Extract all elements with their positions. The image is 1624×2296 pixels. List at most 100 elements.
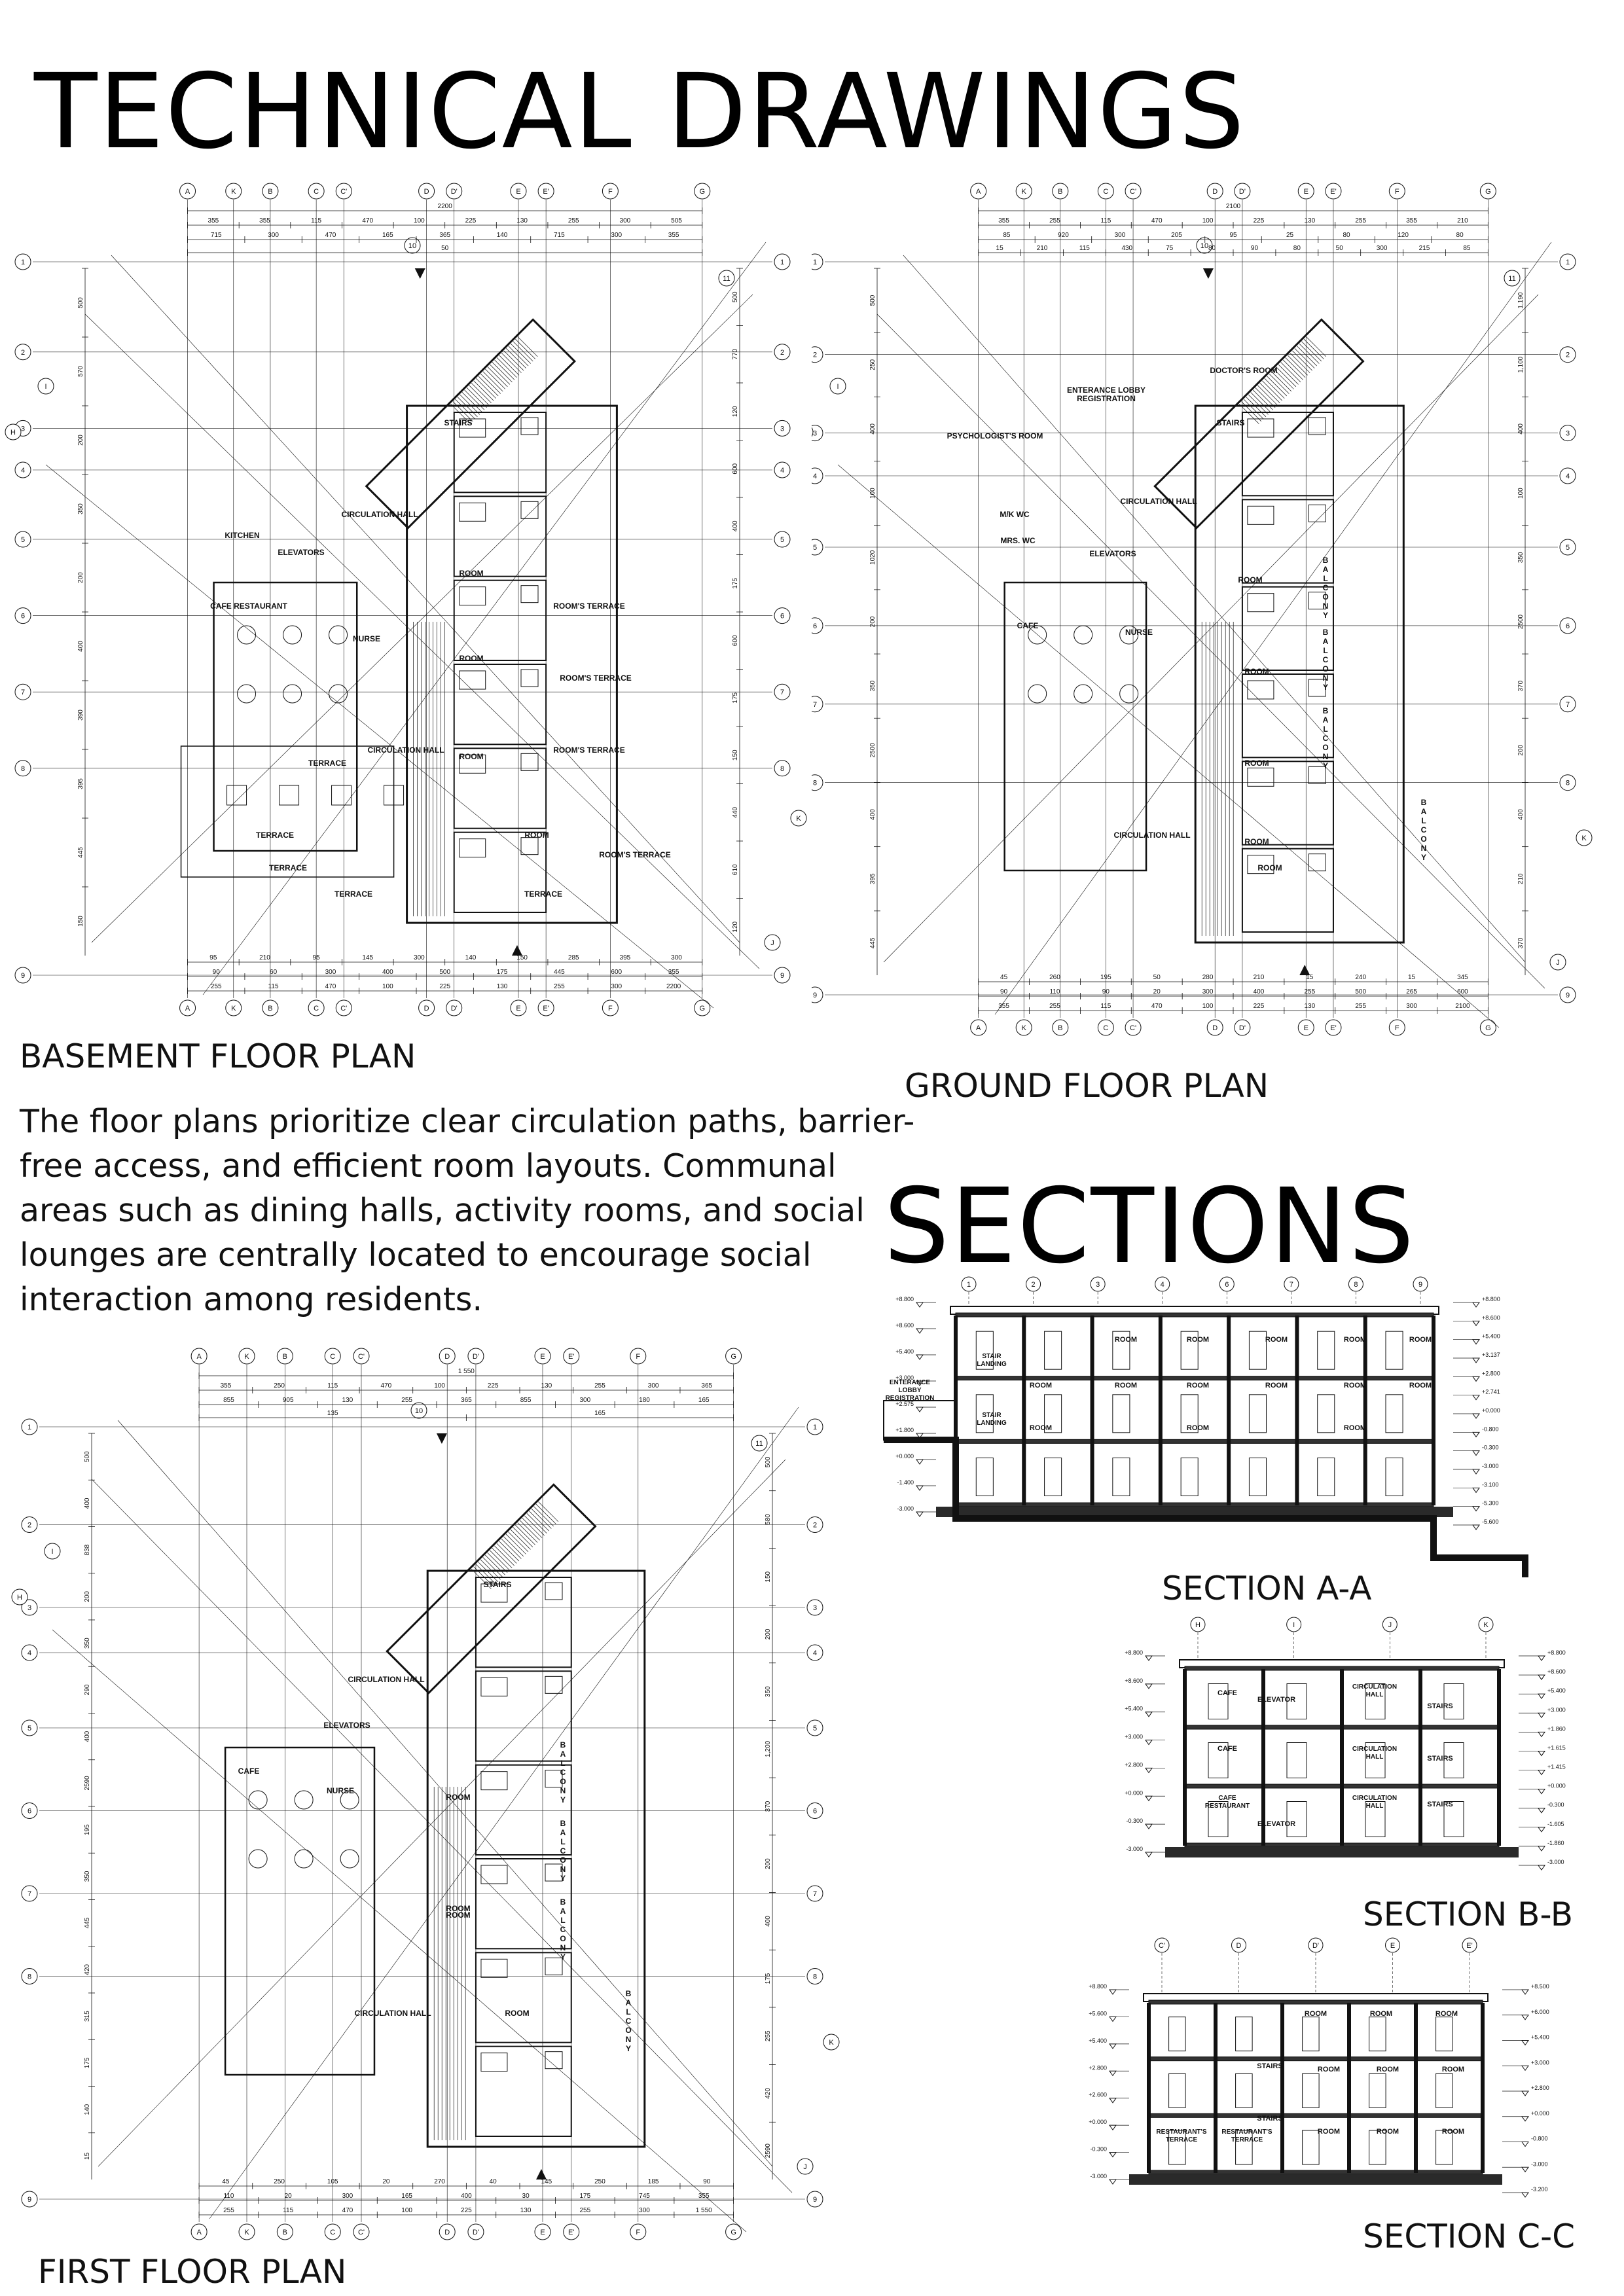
row-bubble-right-7 (1559, 696, 1576, 713)
room-label: L (560, 1916, 565, 1925)
stair-tread (1278, 364, 1299, 385)
grid-bubble-label: A (185, 188, 190, 196)
door-window-opening (1369, 2130, 1386, 2165)
row-bubble-right-6 (1559, 617, 1576, 634)
grid-bubble-label: 5 (813, 1725, 817, 1732)
diagonal-bubble-h (812, 427, 814, 437)
grid-bubble-label: 2 (813, 351, 817, 359)
level-marker (1538, 1750, 1545, 1757)
diagonal-bubble-i (829, 378, 846, 395)
section-room-label: HALL (1366, 1753, 1384, 1761)
section-wall (1090, 1316, 1094, 1505)
grid-bubble-label: 2 (813, 1522, 817, 1530)
dimension-label: 40 (490, 2178, 497, 2185)
dimension-label: 150 (77, 916, 84, 927)
level-label-right: +3.000 (1547, 1706, 1566, 1713)
room-outline (453, 412, 547, 493)
room-label: ROOM'S TERRACE (553, 601, 625, 611)
row-bubble-right-2 (806, 1516, 823, 1533)
level-marker (1109, 2098, 1117, 2104)
row-bubble-3 (21, 1599, 38, 1616)
grid-bubble-label: A (976, 188, 981, 196)
table-furniture (283, 684, 302, 704)
stair-tread (499, 1541, 520, 1562)
section-grid-bubble (1219, 1276, 1235, 1292)
room-label: C (1323, 583, 1329, 592)
room-label: N (560, 1786, 566, 1795)
grid-bubble-label: 7 (813, 1890, 817, 1898)
door-window-opening (1443, 1683, 1464, 1719)
dimension-label: 80 (1456, 232, 1464, 239)
row-bubble-right-8 (1559, 774, 1576, 791)
stair-tread (1241, 401, 1262, 422)
grid-bubble-label: F (608, 1005, 613, 1013)
grid-bubble-label: B (1058, 188, 1062, 196)
stair-tread (519, 1520, 540, 1541)
section-wall (1183, 1669, 1187, 1846)
dimension-label: 120 (732, 406, 739, 417)
dimension-label: 115 (268, 983, 279, 990)
dimension-label: 140 (497, 232, 508, 239)
door-window-opening (1168, 2017, 1186, 2052)
room-label: O (1322, 743, 1328, 752)
section-room-label: STAIRS (1427, 1801, 1453, 1808)
dimension-label: 400 (77, 641, 84, 652)
dimension-label: 1 550 (458, 1368, 475, 1375)
dimension-label: 45 (222, 2178, 230, 2185)
bathroom-outline (545, 1582, 563, 1600)
dimension-label: 2590 (765, 2144, 772, 2159)
level-label-right: +8.600 (1482, 1314, 1500, 1321)
diagonal-bubble-k (1576, 829, 1593, 846)
stair-tread (482, 1557, 503, 1578)
column-bubble-bottom (694, 999, 711, 1016)
section-wall (1227, 1316, 1231, 1505)
door-window-opening (1044, 1331, 1062, 1370)
grid-bubble-label: F (1395, 1024, 1399, 1032)
column-bubble-d (439, 1348, 456, 1365)
table-furniture (1119, 684, 1139, 704)
grid-bubble-label: K (1581, 834, 1587, 842)
room-outline (453, 579, 547, 662)
grid-bubble-label: C' (1130, 188, 1136, 196)
section-grid-bubble (1348, 1276, 1363, 1292)
door-window-opening (1302, 2130, 1320, 2165)
level-marker (1109, 2016, 1117, 2022)
level-label-right: +5.400 (1531, 2034, 1549, 2041)
stair-tread (473, 380, 494, 401)
dimension-label: 355 (998, 1003, 1009, 1010)
stair-tread (511, 343, 531, 364)
left-block-outline (1003, 581, 1147, 872)
dimension-label: 180 (639, 1397, 650, 1404)
room-label: ROOM (524, 831, 549, 840)
column-bubble-c-prime (1125, 183, 1142, 200)
level-label-right: -0.800 (1482, 1426, 1499, 1432)
room-label: C (1323, 655, 1329, 664)
table-furniture (248, 1849, 268, 1869)
section-grid-bubble (1190, 1617, 1206, 1632)
level-marker (1472, 1302, 1480, 1308)
grid-bubble-label: 5 (813, 544, 817, 552)
grid-bubble-label: D' (451, 188, 458, 196)
grid-bubble-label: 1 (813, 259, 817, 266)
dimension-label: 350 (84, 1871, 91, 1882)
level-label-left: +2.800 (1089, 2064, 1107, 2071)
table-furniture (1074, 625, 1093, 645)
dimension-label: 75 (1166, 245, 1174, 252)
room-label: Y (626, 2044, 631, 2053)
dimension-label: 15 (1306, 974, 1314, 981)
dimension-label: 200 (765, 1858, 772, 1869)
row-bubble-right-7 (806, 1885, 823, 1902)
section-room-label: REGISTRATION (886, 1395, 935, 1402)
section-wall (1497, 1669, 1501, 1846)
grid-bubble-label: C (1103, 1024, 1108, 1032)
stair-tread (535, 1503, 556, 1524)
level-marker (1472, 1320, 1480, 1327)
diagonal-bubble-k (790, 810, 807, 827)
room-label: ROOM (459, 752, 483, 761)
grid-bubble-label: I (1293, 1621, 1295, 1629)
level-marker (1109, 1989, 1117, 1995)
stair-tread (461, 392, 482, 413)
dimension-label: 175 (732, 577, 739, 588)
grid-bubble-label: 4 (1566, 473, 1570, 480)
row-bubble-right-5 (1559, 539, 1576, 556)
